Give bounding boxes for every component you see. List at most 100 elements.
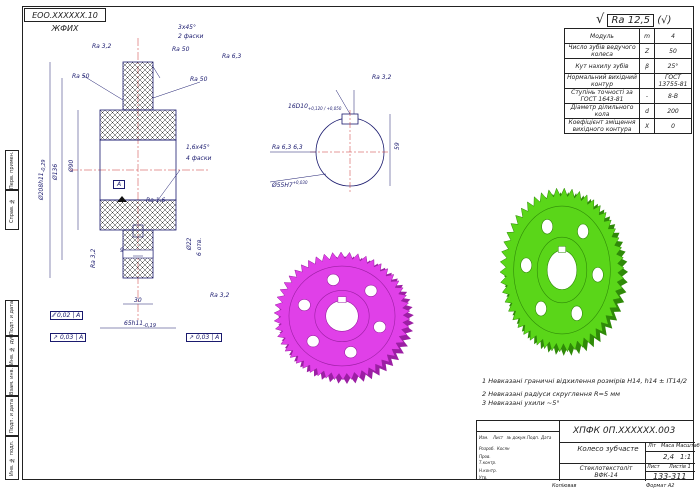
gear-keyway [558,246,566,253]
scale-label: Масштаб [676,443,700,449]
hub-top [99,109,177,141]
dim-136: Ø136 [52,163,59,180]
tolerance-frame: ↗ 0,03 | A [186,333,223,342]
ra-label: Ra 50 [190,76,208,83]
gear-3d-green [499,187,628,356]
role: Утв. [479,475,488,480]
leader [81,74,124,101]
dim-65: 65h11-0,19 [124,320,157,330]
param-sym: - [639,88,655,104]
gear-web-hole [570,305,583,322]
part-name: Колесо зубчасте [577,445,639,453]
lit-label: Літ [648,443,657,449]
ra-label: Ra 3,2 [90,248,97,268]
param-val: 8-B [654,88,692,104]
keyway-dim: 16D10+0,120 / +0,050 [288,103,342,112]
rev-col: Лист [493,435,504,440]
side-cell: Инв. № подл. [5,436,19,480]
roughness-value: Ra 12,5 [607,14,655,27]
param-name: Модуль [564,28,640,44]
param-sym: d [639,103,655,119]
ra-label: Ra 6,3 6,3 [272,144,303,151]
sheet-frame [22,6,694,480]
hub-view [270,89,391,194]
gear-web-hole [535,300,547,317]
param-name: Нормальний вихідний контур [564,73,640,89]
chamfer-1-note: 2 фаски [178,33,204,40]
tolerance-frame: ⁄⁄ 0,02 | A [50,311,84,320]
gear-web-hole [577,223,589,240]
dim-9: 9 [120,247,124,254]
gear-web-hole [541,218,554,235]
chamfer-2-note: 4 фаски [186,155,212,162]
param-sym: X [639,118,655,134]
gear-3d-magenta [273,251,414,384]
bore-dim: Ø55H7+0,030 [272,180,308,189]
gear-web-hole [326,273,340,286]
ra-label: Ra 3,2 [210,292,230,299]
side-strip: Перв. примен. Справ. № Подп. и дата Инв.… [5,150,19,480]
side-cell: Справ. № [5,190,19,230]
ra-label: Ra 1,6 [146,197,166,204]
drawing-code-stamp: ЕОО.ХХХХХХ.10 ЖФИХ [24,8,106,33]
general-roughness: √ Ra 12,5 (√) [596,12,672,27]
side-cell: Взам. инв. № [5,366,19,396]
dim-22: Ø22 [186,237,193,250]
gear-keyway [337,296,347,303]
ra-label: Ra 50 [172,46,190,53]
gear-web-hole [520,257,533,273]
leader [152,81,201,99]
roughness-sub: (√) [657,15,672,26]
rev-col: Изм. [479,435,489,440]
param-val: 50 [654,43,692,59]
mass-label: Маса [661,443,675,449]
side-cell: Подп. и дата [5,300,19,336]
param-val: ГОСТ 13755-81 [654,73,692,89]
dim-30: 30 [134,297,142,304]
param-name: Діаметр ділильного кола [564,103,640,119]
role: Н.контр. [479,468,497,473]
dim-outer: Ø208h11-0,29 [38,159,48,200]
mass-value: 2,4 [663,453,675,461]
chamfer-1: 3x45° [178,24,197,31]
tolerance-frame: ↗ 0,03 | A [50,333,87,342]
ra-label: Ra 6,3 [222,53,242,60]
param-val: 200 [654,103,692,119]
dim-59: 59 [394,142,401,150]
leader [335,89,351,115]
gear-web-hole [364,284,378,297]
param-row: Ступінь точності за ГОСТ 1643-81-8-B [564,88,692,104]
leader [157,169,181,201]
gear-rim-line [513,205,611,335]
role: Т.контр. [479,460,497,465]
gear-web-hole [373,320,387,334]
param-row: Нормальний вихідний контур ГОСТ 13755-81 [564,73,692,89]
gear-bore [546,250,578,290]
param-sym: Z [639,43,655,59]
leader [151,64,161,79]
scale-value: 1:1 [680,453,692,461]
gear-web-hole [306,335,320,348]
dim-22-note: 6 отв. [196,237,203,256]
rev-col: № докум. [507,435,527,440]
sheets-label: Листів 1 [669,464,691,470]
note-1: 1 Невказані граничні відхилення розмірів… [482,377,688,385]
dim-90: Ø90 [68,159,75,172]
material: Стеклотекстоліт ВФК-14 [579,465,633,479]
chamfer-2: 1,6x45° [186,144,210,151]
gear-web-hole [591,267,604,283]
param-sym [639,73,655,89]
side-cell: Перв. примен. [5,150,19,190]
format-label: Формат А2 [646,483,675,489]
gear-web-hole [344,346,358,359]
param-val: 0 [654,118,692,134]
gear-bore [325,300,359,332]
role: Пров. [479,454,491,459]
param-sym: β [639,58,655,74]
role: Розроб. [479,446,495,451]
